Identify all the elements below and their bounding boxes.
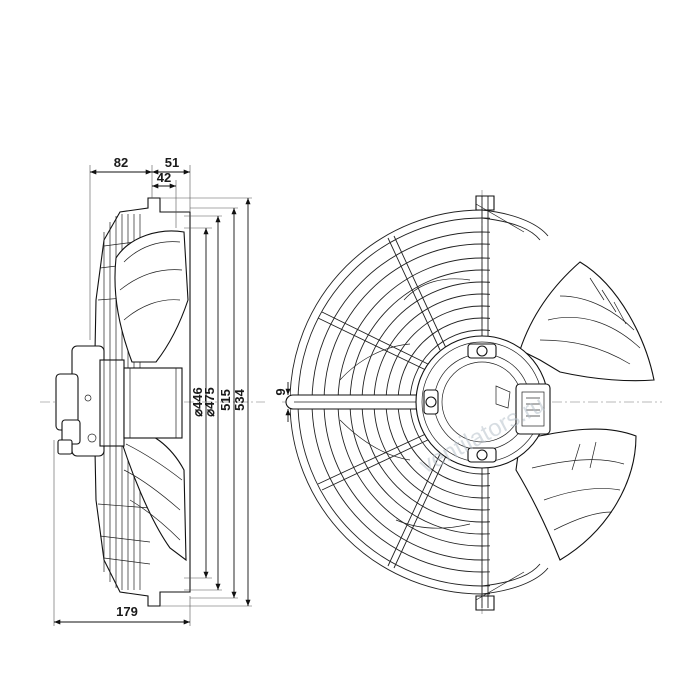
- dim-475-label: ⌀475: [202, 387, 217, 417]
- dim-515: 515: [218, 208, 237, 598]
- dim-534-label: 534: [232, 388, 247, 410]
- blade-upper-right: [519, 261, 655, 382]
- blade-lower-right: [515, 428, 637, 561]
- dim-446: ⌀446: [190, 228, 209, 578]
- blade-left-hidden: [403, 278, 471, 301]
- guard-struts: [317, 196, 489, 608]
- dim-446-label: ⌀446: [190, 387, 205, 417]
- guard-rings-right: [481, 209, 549, 595]
- dim-9: 9: [273, 382, 291, 422]
- dim-475: ⌀475: [202, 216, 221, 590]
- dim-51-label: 51: [165, 155, 179, 170]
- blade-upper-profile: [114, 230, 189, 363]
- front-view: 9: [273, 190, 662, 614]
- dim-515-label: 515: [218, 389, 233, 411]
- dim-179-label: 179: [116, 604, 138, 619]
- side-view: 82 51 42 179 ⌀446 ⌀475: [40, 155, 265, 626]
- dim-82-label: 82: [114, 155, 128, 170]
- dim-42: 42: [152, 170, 176, 189]
- dim-179: 179: [54, 604, 190, 625]
- dim-534: 534: [232, 198, 251, 606]
- mounting-bar: [285, 394, 437, 410]
- dim-42-label: 42: [157, 170, 171, 185]
- dim-51: 51: [152, 155, 190, 175]
- motor-side: [55, 345, 125, 457]
- dim-82: 82: [90, 155, 152, 175]
- hub-side: [123, 367, 183, 439]
- guard-tab-top: [475, 195, 495, 211]
- dim-9-label: 9: [273, 388, 288, 395]
- guard-tab-bottom: [475, 595, 495, 611]
- guard-frame: [93, 197, 191, 607]
- motor-hub-front: [415, 335, 551, 469]
